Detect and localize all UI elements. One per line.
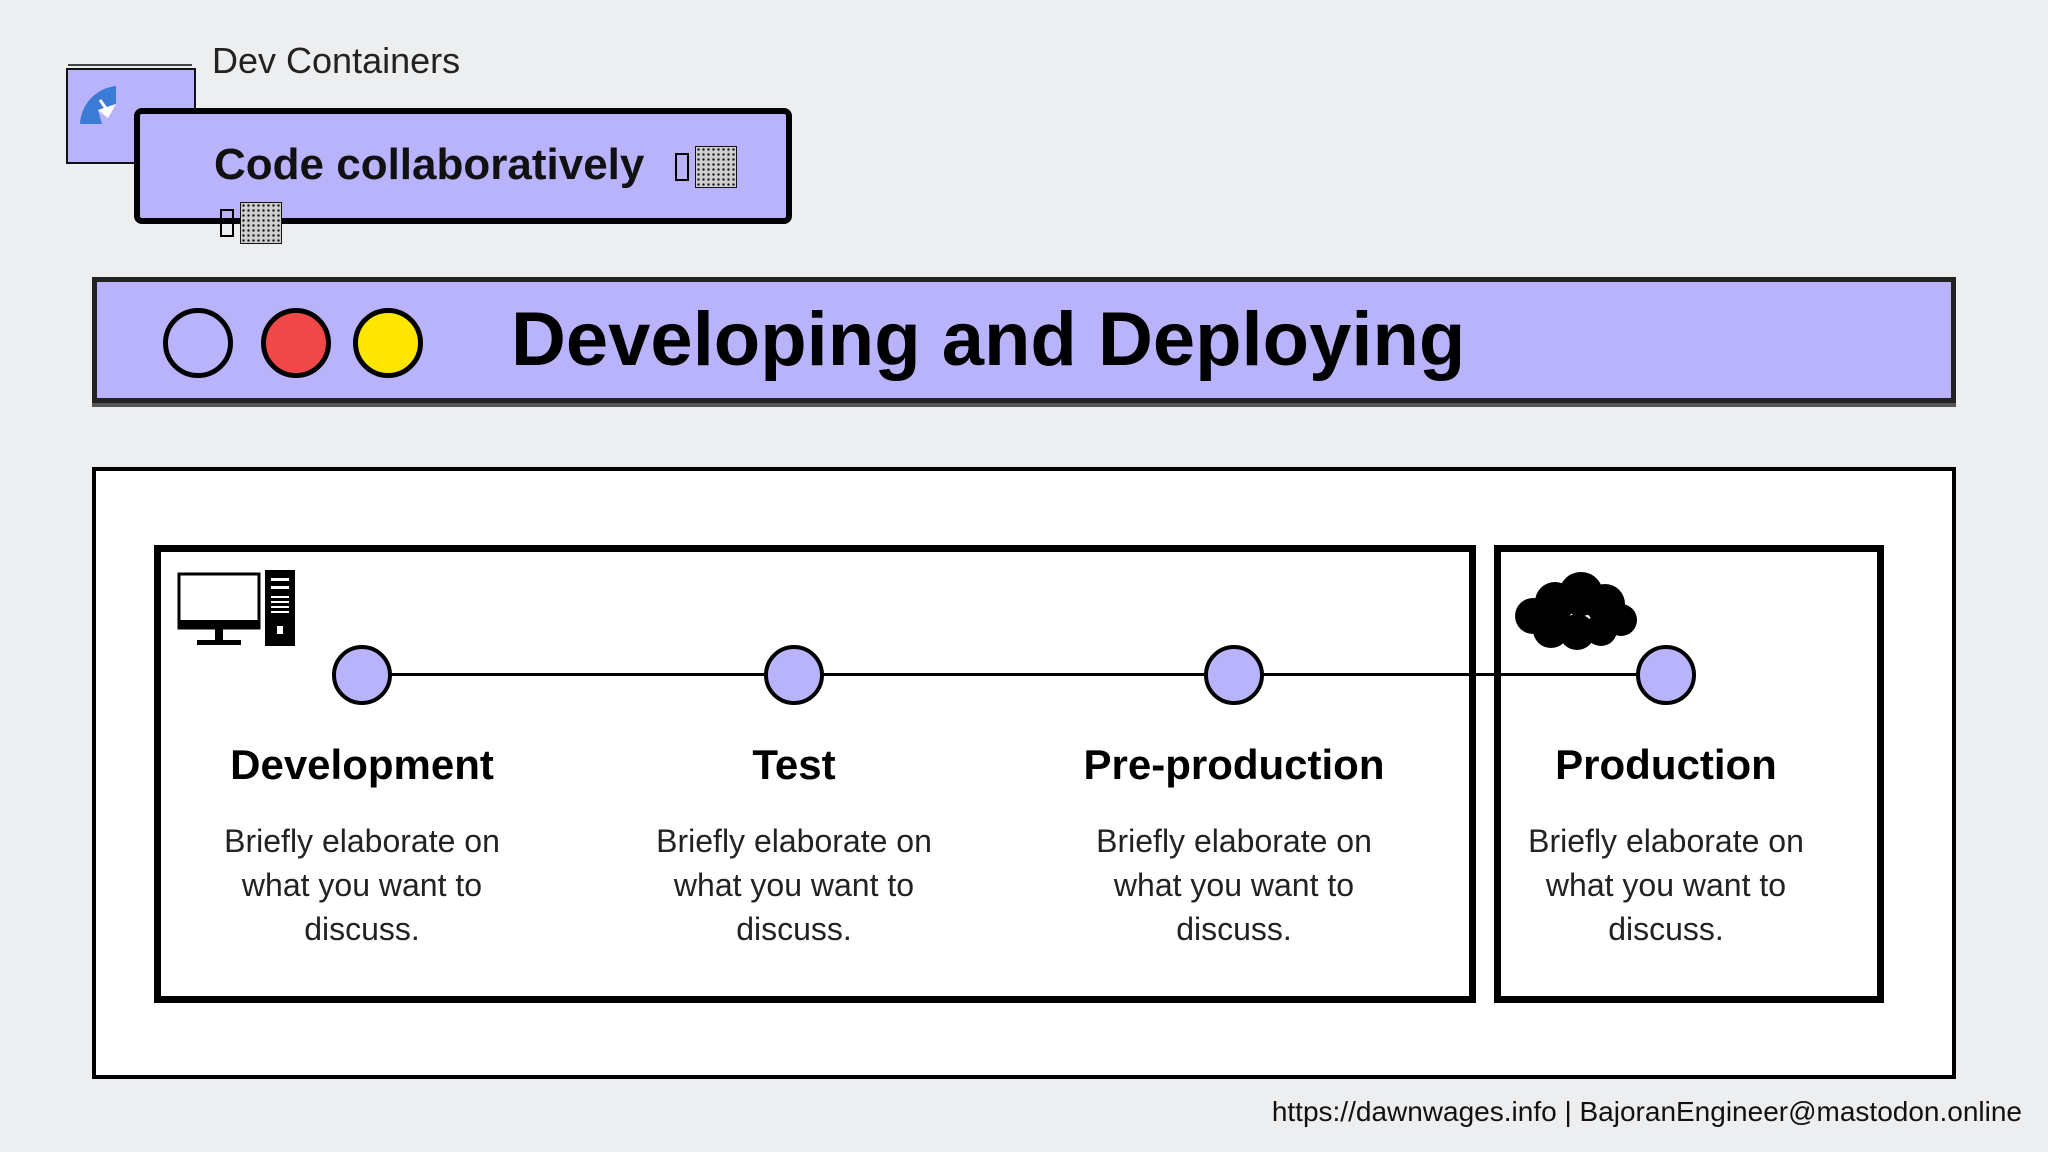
computer-icon <box>177 570 295 646</box>
pattern-glyph-icon <box>694 146 737 189</box>
stage-node-development <box>332 645 392 705</box>
stage-node-preproduction <box>1204 645 1264 705</box>
pipeline-connector <box>362 673 1668 676</box>
window-dot-yellow <box>353 308 423 378</box>
footer-credits[interactable]: https://dawnwages.info | BajoranEngineer… <box>1271 1096 2022 1127</box>
app-name: Dev Containers <box>212 40 461 81</box>
dev-containers-logo-icon <box>80 86 116 124</box>
stage-title-test: Test <box>752 741 836 788</box>
stage-description-development: Briefly elaborate on what you want to di… <box>224 823 500 947</box>
stage-description-production: Briefly elaborate on what you want to di… <box>1528 823 1804 947</box>
title-bar: Developing and Deploying <box>92 277 1956 403</box>
stage-title-development: Development <box>230 741 494 788</box>
pattern-glyph-icon <box>240 202 282 244</box>
badge-glyph-row <box>220 202 282 244</box>
cloud-environment-group <box>1494 545 1884 1003</box>
stage-title-preproduction: Pre-production <box>1083 741 1385 788</box>
page-title: Developing and Deploying <box>511 297 1466 382</box>
badge-title-text: Code collaboratively <box>214 140 645 189</box>
window-dot-outline <box>163 308 233 378</box>
stage-node-test <box>764 645 824 705</box>
local-environment-group <box>154 545 1476 1003</box>
header-divider <box>68 64 192 66</box>
pipeline-diagram: Development Test Pre-production Producti… <box>92 467 1956 1079</box>
missing-glyph-icon <box>220 209 234 237</box>
stage-node-production <box>1636 645 1696 705</box>
missing-glyph-icon <box>674 153 689 182</box>
stage-title-production: Production <box>1555 741 1777 788</box>
title-badge: Code collaboratively <box>134 108 792 244</box>
cloud-icon <box>1515 572 1637 650</box>
stage-description-test: Briefly elaborate on what you want to di… <box>656 823 932 947</box>
stage-description-preproduction: Briefly elaborate on what you want to di… <box>1096 823 1372 947</box>
window-dot-red <box>261 308 331 378</box>
badge-title: Code collaboratively <box>214 140 737 190</box>
